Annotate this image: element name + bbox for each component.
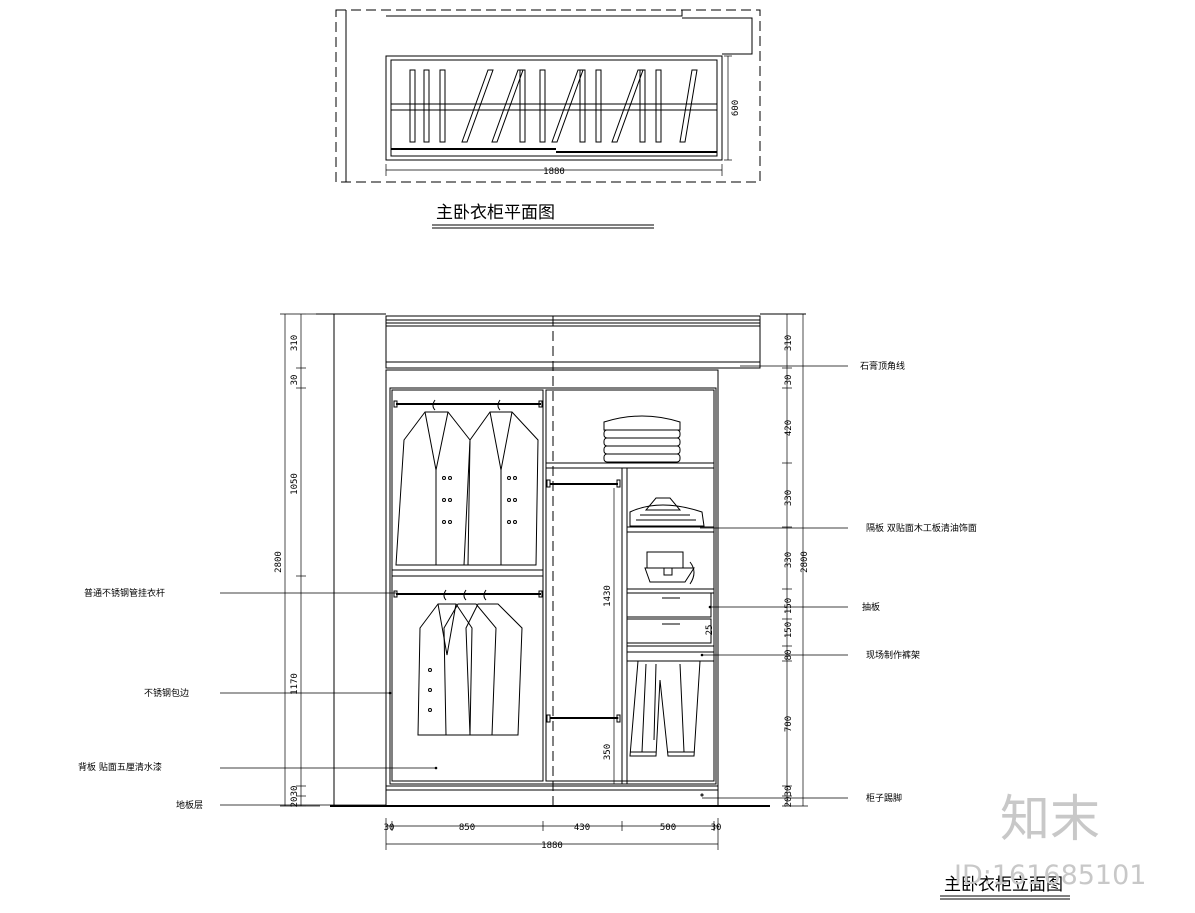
hanging-trousers <box>629 660 701 757</box>
label-gypsum-cornice: 石膏顶角线 <box>860 360 905 372</box>
label-steel-edge: 不锈钢包边 <box>144 687 189 699</box>
label-steel-rod: 普通不锈钢管挂衣杆 <box>84 587 165 599</box>
label-trouser-rack: 现场制作裤架 <box>866 649 920 661</box>
elevation-title: 主卧衣柜立面图 <box>944 875 1063 895</box>
left-dim-2800: 2800 <box>274 551 284 573</box>
label-skirting: 柜子踢脚 <box>866 792 902 804</box>
left-dim-30-top: 30 <box>290 375 300 386</box>
right-dim-310: 310 <box>784 335 794 351</box>
label-shelf: 隔板 双贴面木工板清油饰面 <box>866 522 977 534</box>
bottom-dim-850: 850 <box>459 823 475 833</box>
bottom-dim-30-left: 30 <box>384 823 395 833</box>
folded-shirt <box>629 497 705 527</box>
plan-title: 主卧衣柜平面图 <box>436 203 555 223</box>
inner-dim-25: 25 <box>705 625 715 636</box>
left-dim-20: 20 <box>290 797 300 808</box>
right-dim-700: 700 <box>784 716 794 732</box>
hanging-jackets-upper <box>395 399 539 566</box>
bottom-dim-30-right: 30 <box>711 823 722 833</box>
annotation-leaders <box>220 365 848 806</box>
watermark-logo: 知末 <box>1000 790 1100 848</box>
right-dim-20: 20 <box>784 797 794 808</box>
bottom-dim-total: 1880 <box>541 841 563 851</box>
inner-dim-350: 350 <box>603 744 613 760</box>
label-back-panel: 背板 贴面五厘清水漆 <box>78 761 162 773</box>
label-floor-layer: 地板层 <box>176 799 203 811</box>
handbag <box>644 551 695 585</box>
plan-hanger-marks <box>409 69 698 143</box>
plan-view: 1880 600 主卧衣柜平面图 <box>335 9 761 229</box>
left-dim-1050: 1050 <box>290 473 300 495</box>
right-dim-330-b: 330 <box>784 552 794 568</box>
label-drawer: 抽板 <box>862 601 880 613</box>
left-dim-30-bottom: 30 <box>290 786 300 797</box>
left-dimensions: 310 30 1050 2800 1170 30 20 <box>274 313 320 808</box>
right-dim-30-bottom: 30 <box>784 786 794 797</box>
bottom-dim-430: 430 <box>574 823 590 833</box>
annotation-dots <box>388 605 712 770</box>
right-dim-2800: 2800 <box>800 551 810 573</box>
plan-depth-dim: 600 <box>731 100 741 116</box>
bottom-dim-500: 500 <box>660 823 676 833</box>
right-dim-330-a: 330 <box>784 490 794 506</box>
left-dim-1170: 1170 <box>290 673 300 695</box>
right-dim-150-a: 150 <box>784 598 794 614</box>
left-dim-310: 310 <box>290 335 300 351</box>
watermark-id: ID:161685101 <box>954 860 1146 891</box>
right-dim-150-b: 150 <box>784 622 794 638</box>
right-dimensions: 310 30 420 330 330 2800 150 150 80 700 3… <box>782 314 810 807</box>
right-dim-30-top: 30 <box>784 375 794 386</box>
elevation-view <box>316 313 806 808</box>
plan-width-dim: 1880 <box>543 167 565 177</box>
bottom-dimensions: 30 850 430 500 30 1880 <box>384 818 722 851</box>
folded-clothes-stack <box>603 415 681 463</box>
inner-dimensions: 1430 350 25 <box>603 488 715 784</box>
hanging-jackets-lower <box>417 589 523 736</box>
right-dim-420: 420 <box>784 420 794 436</box>
inner-dim-1430: 1430 <box>603 585 613 607</box>
